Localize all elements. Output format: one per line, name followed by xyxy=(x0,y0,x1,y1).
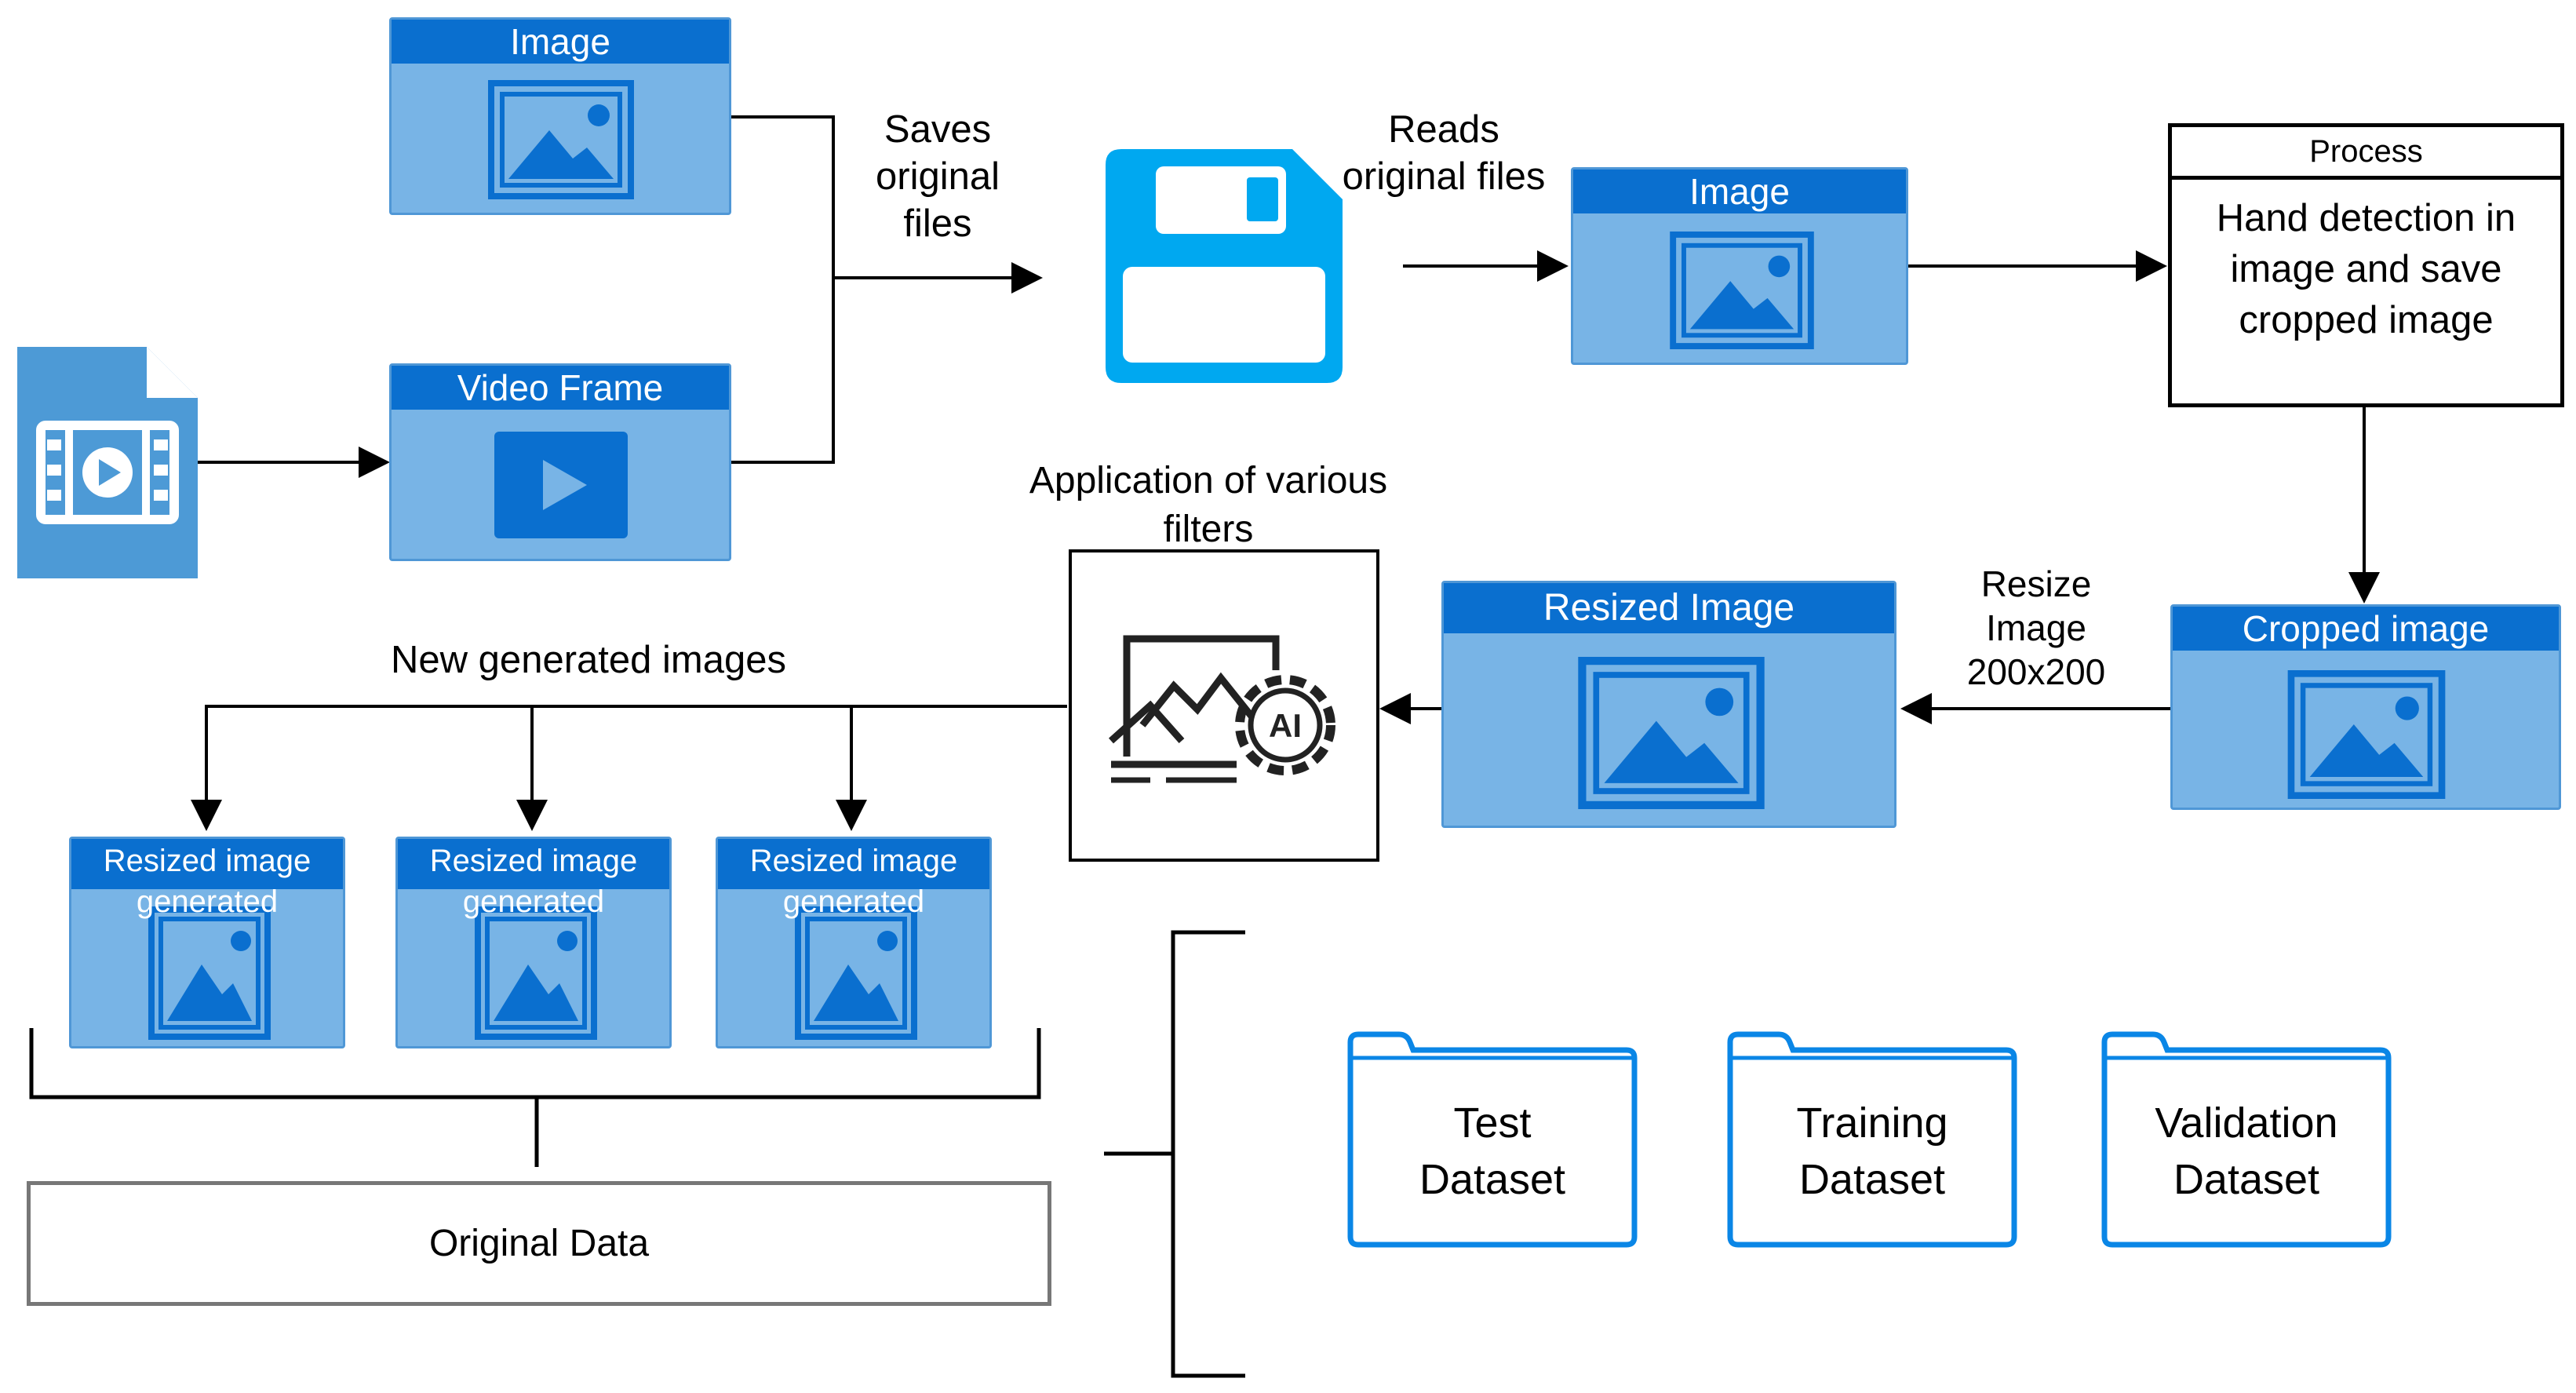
original-data-label: Original Data xyxy=(428,1223,650,1264)
label-new-generated-images: New generated images xyxy=(391,639,786,681)
image-icon xyxy=(148,906,271,1040)
generated-image-card-3: Resized image generated xyxy=(716,837,992,1048)
image-icon xyxy=(475,906,597,1040)
video-frame-card: Video Frame xyxy=(389,363,731,561)
image-icon xyxy=(795,906,917,1040)
image-icon xyxy=(488,80,634,199)
image-card-top: Image xyxy=(389,17,731,215)
generated-image-card-3-subtitle: generated xyxy=(782,884,925,919)
connector-video-to-junction xyxy=(731,278,835,464)
process-box: Process Hand detection in image and save… xyxy=(2168,123,2564,407)
folder-icon xyxy=(1347,1031,1638,1248)
image-icon xyxy=(2287,670,2446,799)
ai-gear-image-icon: AI xyxy=(1108,635,1335,783)
generated-image-card-2-title: Resized image xyxy=(398,839,669,889)
resized-image-card: Resized Image xyxy=(1441,581,1896,828)
process-box-body: Hand detection in image and save cropped… xyxy=(2216,197,2516,342)
generated-image-card-2-subtitle: generated xyxy=(462,884,605,919)
folder-icon xyxy=(1727,1031,2017,1248)
play-icon xyxy=(494,432,628,538)
generated-image-card-1-subtitle: generated xyxy=(136,884,279,919)
generated-image-card-1: Resized image generated xyxy=(69,837,345,1048)
label-resize-image: Resize Image 200x200 xyxy=(1966,563,2106,693)
image-card-read: Image xyxy=(1571,167,1908,365)
generated-image-card-2: Resized image generated xyxy=(395,837,672,1048)
ai-filters-box: AI xyxy=(1069,549,1379,862)
image-card-read-title: Image xyxy=(1573,170,1906,213)
folder-validation-label: Validation Dataset xyxy=(2155,1099,2338,1203)
folder-icon xyxy=(2101,1031,2392,1248)
image-card-top-title: Image xyxy=(392,20,729,64)
folder-training-dataset: Training Dataset xyxy=(1727,1031,2017,1253)
connector-filters-to-generated xyxy=(191,705,1067,831)
process-box-header: Process xyxy=(2172,127,2560,180)
folder-test-label: Test Dataset xyxy=(1419,1099,1566,1203)
generated-image-card-1-title: Resized image xyxy=(71,839,343,889)
connector-image-to-junction xyxy=(731,115,835,278)
label-saves-original-files: Saves original files xyxy=(876,108,1000,245)
cropped-image-card: Cropped image xyxy=(2170,604,2561,810)
image-icon xyxy=(1578,657,1765,809)
generated-image-card-3-title: Resized image xyxy=(718,839,989,889)
folder-validation-dataset: Validation Dataset xyxy=(2101,1031,2392,1253)
bracket-datasets xyxy=(1171,930,1245,1378)
svg-text:AI: AI xyxy=(1269,707,1302,744)
floppy-disk-icon xyxy=(1106,149,1343,383)
cropped-image-card-title: Cropped image xyxy=(2173,607,2559,651)
folder-test-dataset: Test Dataset xyxy=(1347,1031,1638,1253)
image-icon xyxy=(1670,232,1814,349)
resized-image-card-title: Resized Image xyxy=(1444,583,1894,633)
video-frame-card-title: Video Frame xyxy=(392,366,729,410)
folder-training-label: Training Dataset xyxy=(1796,1099,1948,1203)
label-reads-original-files: Reads original files xyxy=(1342,108,1546,198)
original-data-box: Original Data xyxy=(27,1181,1051,1306)
video-file-icon xyxy=(17,347,198,578)
label-application-of-filters: Application of various filters xyxy=(1029,460,1388,551)
